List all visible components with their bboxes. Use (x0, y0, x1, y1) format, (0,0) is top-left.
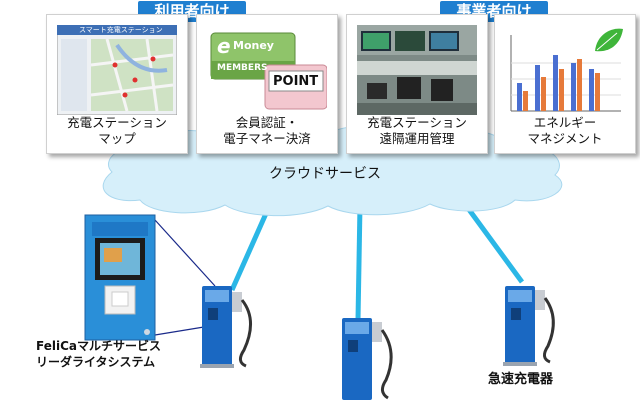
card-caption: 充電ステーション 遠隔運用管理 (347, 115, 487, 147)
reader-label-line-2: リーダライタシステム (36, 355, 156, 369)
card-caption: エネルギー マネジメント (495, 115, 635, 147)
charger-1 (200, 286, 252, 368)
point-text: POINT (273, 74, 319, 89)
reader-label-line-1: FeliCaマルチサービス (36, 339, 161, 353)
reader-closeup (84, 214, 156, 341)
charger-2 (342, 318, 393, 400)
zoom-line-top (154, 219, 216, 287)
caption-line-2: マップ (98, 131, 136, 146)
bar-chart-leaf (505, 25, 625, 115)
caption-line-1: 充電ステーション (67, 115, 167, 130)
caption-line-1: エネルギー (533, 115, 597, 130)
charger-3 (503, 286, 555, 366)
members-text: MEMBERS (217, 63, 268, 73)
caption-line-1: 充電ステーション (367, 115, 467, 130)
zoom-line-bottom (154, 325, 211, 336)
map-screenshot: スマート充電ステーション (57, 25, 177, 115)
reader-system-label: FeliCaマルチサービス リーダライタシステム (36, 338, 161, 370)
emoney-e: e (217, 34, 231, 58)
link-line-2 (355, 204, 363, 321)
link-line-3 (459, 198, 525, 284)
cloud-service-label: クラウドサービス (269, 166, 381, 182)
card-caption: 充電ステーション マップ (47, 115, 187, 147)
card-energy-management: エネルギー マネジメント (494, 14, 636, 154)
card-station-map: スマート充電ステーション 充電ステーション マップ (46, 14, 188, 154)
card-remote-management: 充電ステーション 遠隔運用管理 (346, 14, 488, 154)
caption-line-2: 電子マネー決済 (223, 131, 311, 146)
caption-line-2: マネジメント (527, 131, 603, 146)
caption-line-2: 遠隔運用管理 (379, 131, 455, 146)
emoney-text: Money (233, 39, 274, 52)
card-caption: 会員認証・ 電子マネー決済 (197, 115, 337, 147)
map-title: スマート充電ステーション (79, 26, 163, 34)
member-cards: e Money MEMBERS POINT (207, 25, 327, 115)
quick-charger-label: 急速充電器 (488, 372, 554, 387)
control-room-photo (357, 25, 477, 115)
caption-line-1: 会員認証・ (235, 115, 299, 130)
card-member-payment: e Money MEMBERS POINT 会員認証・ 電子マネー決済 (196, 14, 338, 154)
